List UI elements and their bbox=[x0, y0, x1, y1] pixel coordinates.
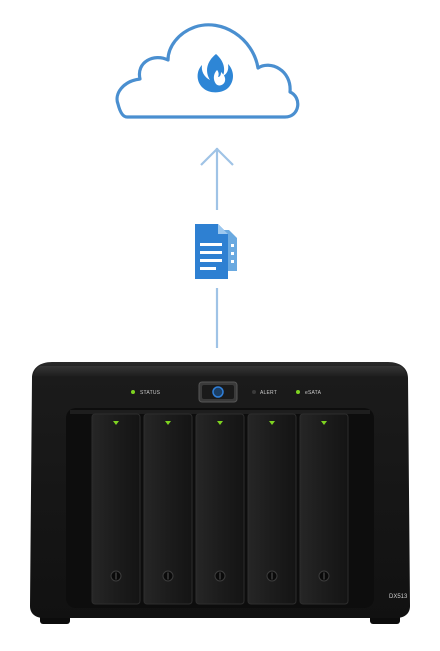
flame-icon bbox=[197, 54, 234, 93]
drive-bay-1[interactable] bbox=[91, 413, 141, 605]
arrow-up-icon bbox=[200, 147, 234, 210]
drive-bay-3[interactable] bbox=[195, 413, 245, 605]
alert-led bbox=[252, 390, 256, 394]
model-label: DX513 bbox=[389, 594, 408, 600]
power-icon bbox=[212, 386, 224, 398]
esata-led bbox=[296, 390, 300, 394]
power-button[interactable] bbox=[198, 381, 238, 403]
drive-bay-4[interactable] bbox=[247, 413, 297, 605]
bay-led bbox=[165, 421, 171, 425]
alert-label: ALERT bbox=[260, 390, 277, 396]
drive-bay-5[interactable] bbox=[299, 413, 349, 605]
status-led bbox=[131, 390, 135, 394]
bay-led bbox=[321, 421, 327, 425]
bay-led bbox=[113, 421, 119, 425]
bay-led bbox=[217, 421, 223, 425]
drive-bay-2[interactable] bbox=[143, 413, 193, 605]
esata-label: eSATA bbox=[305, 390, 322, 396]
status-label: STATUS bbox=[140, 390, 161, 396]
document-icon bbox=[195, 224, 237, 279]
storage-device: STATUS ALERT eSATA bbox=[30, 362, 410, 624]
bay-led bbox=[269, 421, 275, 425]
